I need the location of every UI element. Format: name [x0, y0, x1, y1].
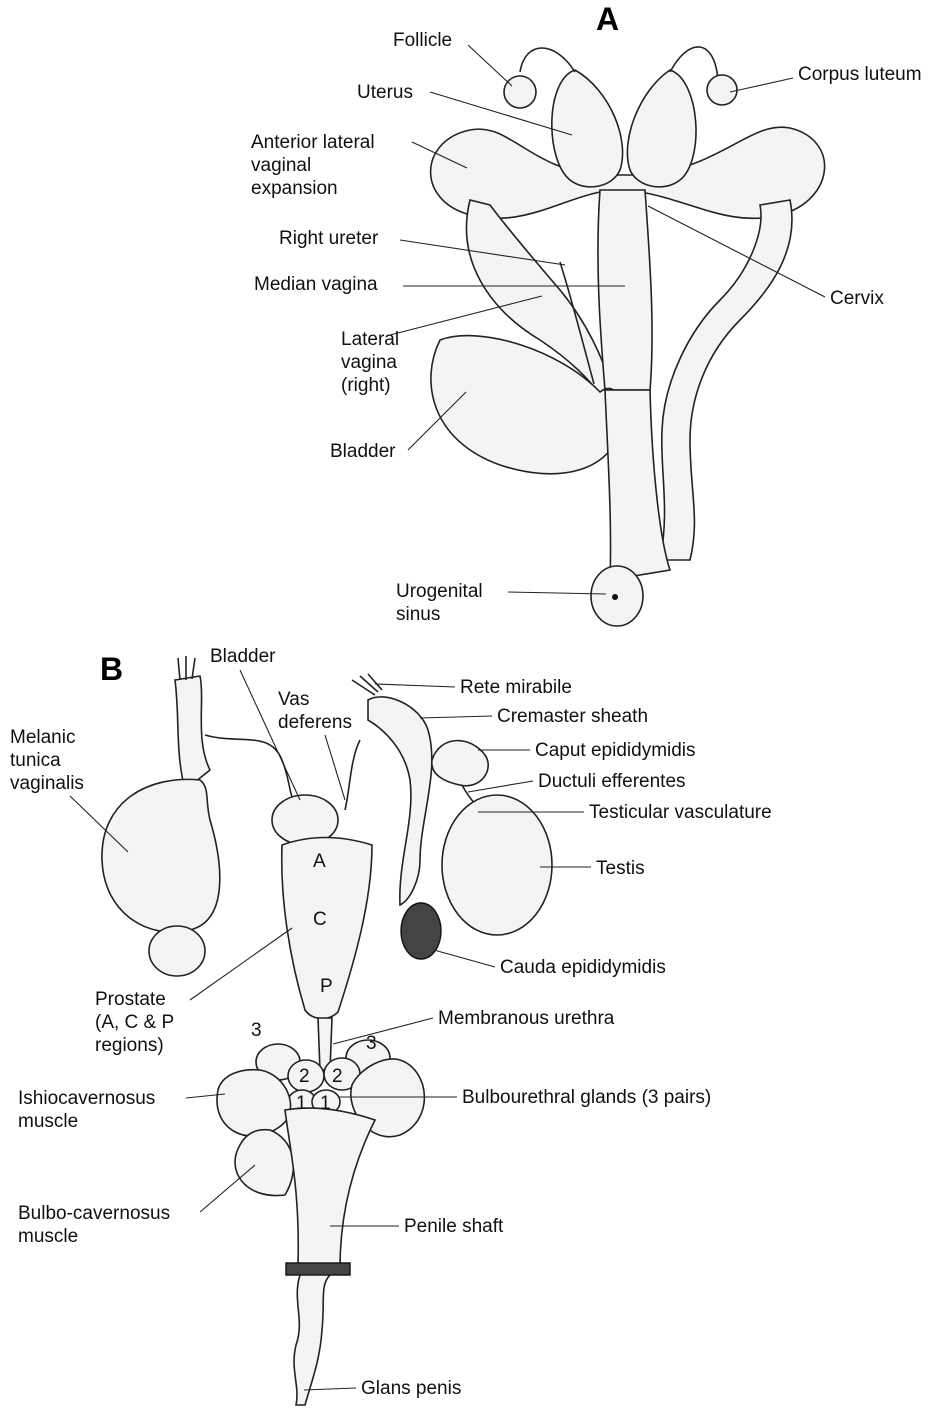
- leader-rete: [375, 684, 455, 687]
- leader-cremaster: [420, 716, 492, 718]
- leader-membranous: [333, 1018, 433, 1044]
- label-corpus-luteum: Corpus luteum: [798, 64, 922, 85]
- left-lower-pouch: [149, 926, 205, 976]
- median-vagina: [598, 190, 652, 390]
- label-melanic-2: tunica: [10, 750, 61, 771]
- label-vas-2: deferens: [278, 712, 352, 733]
- left-vas-deferens: [205, 735, 300, 808]
- mark-gland-2-left: 2: [299, 1066, 310, 1087]
- label-melanic-3: vaginalis: [10, 773, 84, 794]
- label-urogenital-2: sinus: [396, 604, 440, 625]
- label-bulbo-1: Bulbo-cavernosus: [18, 1203, 170, 1224]
- label-bulbo-2: muscle: [18, 1226, 78, 1247]
- leader-cauda: [434, 950, 495, 967]
- label-cremaster: Cremaster sheath: [497, 706, 648, 727]
- label-prostate-2: (A, C & P: [95, 1012, 174, 1033]
- label-penile: Penile shaft: [404, 1216, 504, 1237]
- leader-vas: [325, 735, 345, 800]
- label-ductuli: Ductuli efferentes: [538, 771, 686, 792]
- mark-gland-3-right: 3: [366, 1033, 377, 1054]
- label-glans: Glans penis: [361, 1378, 461, 1399]
- bulbo-cavernosus-muscle: [235, 1130, 293, 1196]
- panel-a-drawing: [431, 47, 825, 626]
- mark-prostate-p: P: [320, 976, 333, 997]
- panel-a-letter: A: [596, 1, 619, 37]
- urogenital-sinus-center: [612, 594, 618, 600]
- testis: [442, 795, 552, 935]
- label-bladder-a: Bladder: [330, 441, 396, 462]
- penile-fringe: [286, 1263, 350, 1275]
- mark-gland-1-right: 1: [320, 1093, 331, 1114]
- label-testis: Testis: [596, 858, 645, 879]
- label-melanic-1: Melanic: [10, 727, 75, 748]
- uterus-right: [627, 70, 696, 187]
- melanic-tunica-vaginalis: [102, 779, 220, 932]
- label-lateral-3: (right): [341, 375, 391, 396]
- label-urogenital-1: Urogenital: [396, 581, 483, 602]
- label-bladder-b: Bladder: [210, 646, 276, 667]
- label-lateral-1: Lateral: [341, 329, 399, 350]
- label-testicular: Testicular vasculature: [589, 802, 772, 823]
- label-median-vagina: Median vagina: [254, 274, 378, 295]
- label-caput: Caput epididymidis: [535, 740, 696, 761]
- leader-corpus-luteum: [730, 78, 793, 92]
- label-anterior-1: Anterior lateral: [251, 132, 375, 153]
- label-anterior-3: expansion: [251, 178, 338, 199]
- glans-penis: [294, 1275, 330, 1405]
- caput-epididymidis: [432, 741, 488, 786]
- label-cauda: Cauda epididymidis: [500, 957, 666, 978]
- lateral-vagina-left: [660, 200, 792, 560]
- ishiocavernosus-muscle-left: [217, 1070, 291, 1136]
- label-uterus: Uterus: [357, 82, 413, 103]
- label-membranous: Membranous urethra: [438, 1008, 615, 1029]
- follicle-mass: [504, 76, 536, 108]
- leader-glans: [304, 1388, 356, 1390]
- panel-b-letter: B: [100, 651, 123, 687]
- label-cervix: Cervix: [830, 288, 884, 309]
- cremaster-sheath: [368, 697, 432, 905]
- label-vas-1: Vas: [278, 689, 309, 710]
- label-prostate-3: regions): [95, 1035, 164, 1056]
- label-follicle: Follicle: [393, 30, 452, 51]
- oviduct-left: [520, 48, 575, 72]
- mark-gland-1-left: 1: [296, 1093, 307, 1114]
- leader-follicle: [468, 45, 512, 86]
- label-lateral-2: vagina: [341, 352, 397, 373]
- label-anterior-2: vaginal: [251, 155, 311, 176]
- label-ishio-2: muscle: [18, 1111, 78, 1132]
- mark-gland-2-right: 2: [332, 1066, 343, 1087]
- label-prostate-1: Prostate: [95, 989, 166, 1010]
- label-right-ureter: Right ureter: [279, 228, 379, 249]
- leader-prostate: [190, 928, 292, 1000]
- left-rete-strands: [178, 656, 195, 680]
- uterus-left: [552, 70, 623, 187]
- penile-shaft: [285, 1108, 375, 1268]
- leader-bulbo: [200, 1165, 255, 1212]
- urogenital-stalk: [605, 390, 670, 580]
- leader-uterus: [430, 92, 572, 135]
- corpus-luteum-mass: [707, 75, 737, 105]
- label-rete: Rete mirabile: [460, 677, 572, 698]
- right-vas-deferens: [345, 740, 360, 810]
- mark-prostate-c: C: [313, 909, 327, 930]
- mark-prostate-a: A: [313, 851, 326, 872]
- left-cremaster: [175, 676, 210, 790]
- label-bulbourethral: Bulbourethral glands (3 pairs): [462, 1087, 711, 1108]
- label-ishio-1: Ishiocavernosus: [18, 1088, 155, 1109]
- panel-b-labels: B Bladder Vas deferens Rete mirabile Cre…: [10, 646, 772, 1399]
- mark-gland-3-left: 3: [251, 1020, 262, 1041]
